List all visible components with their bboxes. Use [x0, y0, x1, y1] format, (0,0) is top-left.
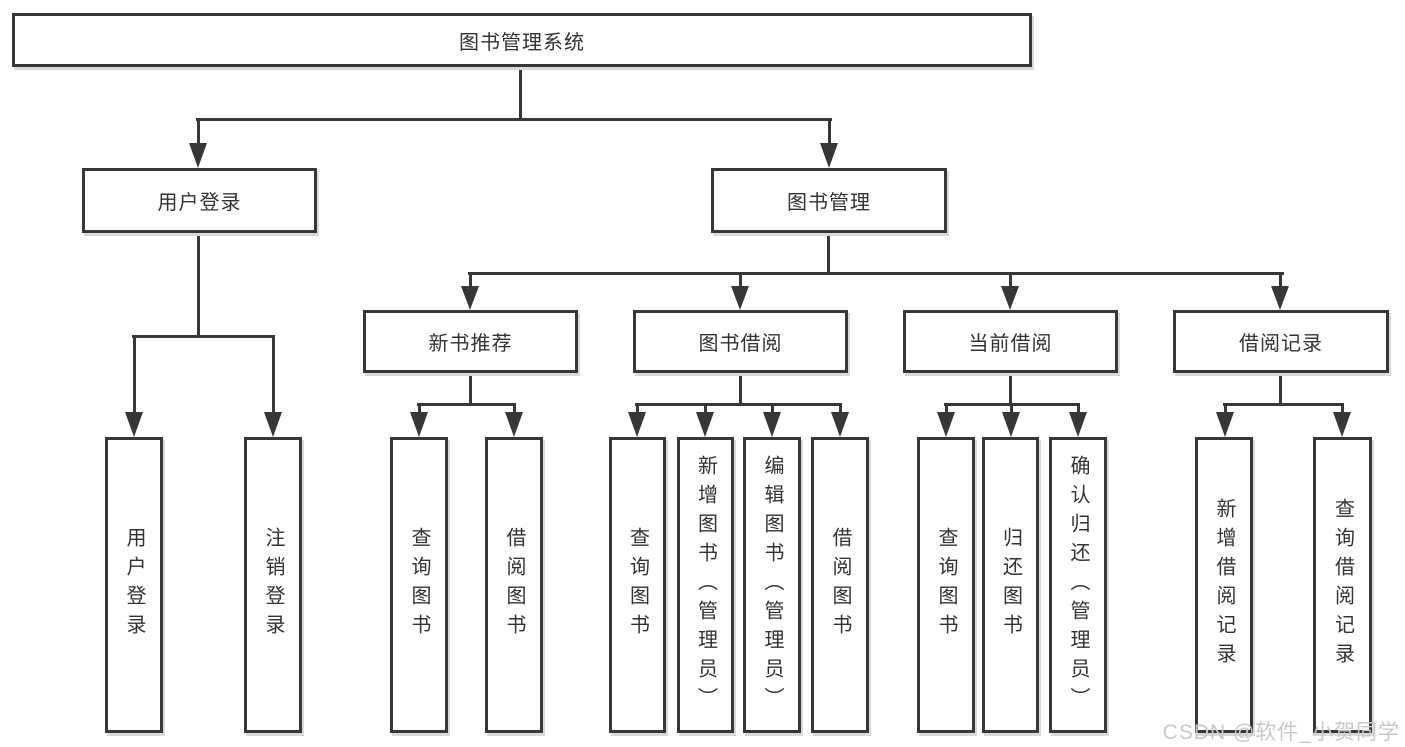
connector-vline: [197, 121, 200, 143]
connector-vline: [1341, 406, 1344, 414]
node-label: 确认归还（管理员）: [1067, 454, 1089, 716]
node-borrow-records: 借阅记录: [1173, 310, 1389, 373]
connector-hline: [944, 403, 1080, 406]
node-user-login-leaf: 用户登录: [105, 437, 163, 733]
arrow-down-icon: [696, 412, 714, 437]
node-query-borrow-record: 查询借阅记录: [1313, 437, 1372, 733]
node-library-system: 图书管理系统: [12, 13, 1032, 67]
connector-hline: [196, 118, 832, 121]
node-label: 用户登录: [157, 192, 242, 214]
connector-vline: [1009, 373, 1012, 405]
node-label: 新书推荐: [428, 333, 513, 355]
node-return-book: 归还图书: [982, 437, 1039, 733]
arrow-down-icon: [820, 143, 838, 168]
arrow-down-icon: [1001, 286, 1019, 310]
node-borrow-books-leaf: 借阅图书: [811, 437, 869, 733]
connector-vline: [418, 406, 421, 414]
connector-vline: [945, 406, 948, 414]
connector-vline: [739, 275, 742, 286]
connector-hline: [635, 403, 842, 406]
node-label: 图书管理: [787, 192, 871, 214]
arrow-down-icon: [410, 412, 428, 437]
node-query-books-borrow: 查询图书: [609, 437, 666, 733]
arrow-down-icon: [937, 412, 955, 437]
node-book-management: 图书管理: [711, 168, 947, 233]
connector-vline: [133, 338, 136, 412]
node-add-borrow-record: 新增借阅记录: [1195, 437, 1253, 733]
connector-vline: [1009, 275, 1012, 286]
node-book-borrow: 图书借阅: [633, 310, 848, 373]
connector-vline: [519, 67, 522, 118]
node-label: 图书管理系统: [459, 31, 585, 54]
node-label: 借阅图书: [503, 527, 525, 643]
arrow-down-icon: [731, 286, 749, 310]
arrow-down-icon: [628, 412, 646, 437]
node-label: 借阅记录: [1239, 333, 1323, 355]
node-label: 查询借阅记录: [1331, 498, 1354, 672]
connector-vline: [197, 233, 200, 335]
arrow-down-icon: [264, 412, 282, 437]
arrow-down-icon: [1002, 412, 1020, 437]
node-add-book-admin: 新增图书（管理员）: [677, 437, 734, 733]
connector-vline: [469, 373, 472, 405]
node-edit-book-admin: 编辑图书（管理员）: [743, 437, 801, 733]
node-query-books-current: 查询图书: [917, 437, 975, 733]
arrow-down-icon: [831, 412, 849, 437]
connector-vline: [1010, 406, 1013, 414]
node-label: 注销登录: [262, 527, 284, 643]
connector-vline: [1279, 373, 1282, 405]
connector-vline: [739, 373, 742, 405]
node-label: 图书借阅: [698, 333, 783, 355]
connector-hline: [132, 335, 275, 338]
arrow-down-icon: [1271, 286, 1289, 310]
connector-hline: [1223, 403, 1344, 406]
connector-vline: [771, 406, 774, 414]
connector-vline: [828, 121, 831, 143]
connector-vline: [272, 338, 275, 412]
node-label: 当前借阅: [968, 333, 1053, 355]
node-confirm-return-admin: 确认归还（管理员）: [1049, 437, 1107, 733]
node-label: 查询图书: [626, 527, 649, 643]
node-current-borrow: 当前借阅: [903, 310, 1118, 373]
node-label: 查询图书: [935, 527, 957, 643]
node-label: 新增借阅记录: [1213, 498, 1235, 672]
connector-vline: [1077, 406, 1080, 414]
connector-vline: [636, 406, 639, 414]
node-label: 借阅图书: [829, 527, 851, 643]
connector-hline: [417, 403, 516, 406]
node-user-login: 用户登录: [82, 168, 317, 233]
node-label: 用户登录: [123, 527, 145, 643]
arrow-down-icon: [763, 412, 781, 437]
connector-vline: [1279, 275, 1282, 286]
connector-vline: [839, 406, 842, 414]
connector-vline: [704, 406, 707, 414]
connector-vline: [469, 275, 472, 286]
node-label: 查询图书: [408, 527, 430, 643]
arrow-down-icon: [461, 286, 479, 310]
arrow-down-icon: [1216, 412, 1234, 437]
node-label: 编辑图书（管理员）: [761, 454, 783, 716]
arrow-down-icon: [125, 412, 143, 437]
arrow-down-icon: [189, 143, 207, 168]
node-query-books-recommend: 查询图书: [390, 437, 448, 733]
connector-hline: [468, 272, 1284, 275]
node-label: 新增图书（管理员）: [694, 454, 717, 716]
connector-vline: [1224, 406, 1227, 414]
csdn-watermark: CSDN @软件_小贺同学: [1162, 721, 1400, 744]
arrow-down-icon: [1069, 412, 1087, 437]
node-new-book-recommend: 新书推荐: [363, 310, 578, 373]
arrow-down-icon: [1333, 412, 1351, 437]
node-label: 归还图书: [999, 527, 1022, 643]
node-borrow-books-recommend: 借阅图书: [485, 437, 543, 733]
node-logout: 注销登录: [244, 437, 302, 733]
connector-vline: [827, 233, 830, 274]
connector-vline: [513, 406, 516, 414]
arrow-down-icon: [505, 412, 523, 437]
